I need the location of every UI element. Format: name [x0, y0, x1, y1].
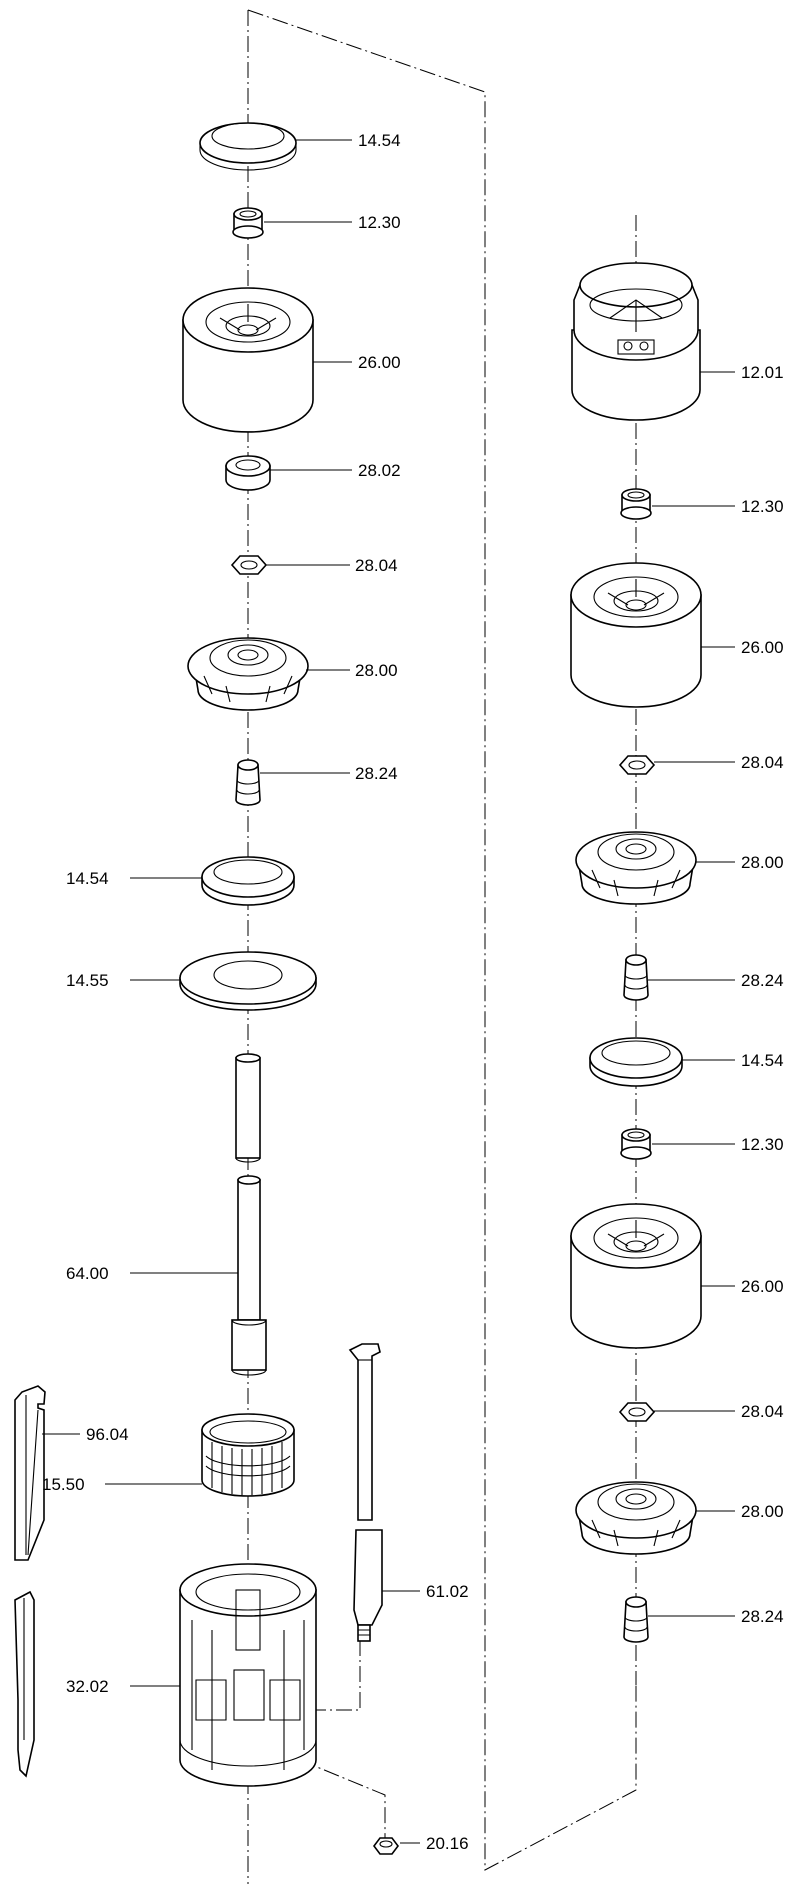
part-28-24-upper — [235, 759, 261, 806]
part-14-55 — [179, 951, 317, 1011]
label-96-04: 96.04 — [86, 1425, 129, 1444]
part-32-02 — [179, 1563, 317, 1787]
part-12-01 — [571, 262, 701, 421]
part-26-00-right-b — [570, 1203, 702, 1349]
part-28-02 — [225, 455, 271, 491]
part-12-30-right-b — [620, 1128, 652, 1160]
nut-dash-line — [299, 1759, 386, 1845]
label-28-04-right-a: 28.04 — [741, 753, 784, 772]
part-26-00-upper — [182, 287, 314, 433]
part-labels: 14.54 12.30 26.00 28.02 28.04 28.00 28.2… — [42, 131, 784, 1853]
part-96-04 — [14, 1385, 46, 1778]
label-28-00-right-a: 28.00 — [741, 853, 784, 872]
label-26-00-upper: 26.00 — [358, 353, 401, 372]
label-12-30-right-a: 12.30 — [741, 497, 784, 516]
label-28-04-right-b: 28.04 — [741, 1402, 784, 1421]
part-28-04-right-b — [618, 1402, 656, 1422]
label-12-01-right: 12.01 — [741, 363, 784, 382]
connecting-line — [247, 9, 637, 1871]
label-15-50: 15.50 — [42, 1475, 85, 1494]
label-28-02: 28.02 — [358, 461, 401, 480]
part-28-00-upper — [187, 637, 309, 711]
part-shaft-short — [235, 1053, 261, 1163]
part-28-00-right-b — [575, 1481, 697, 1555]
label-20-16: 20.16 — [426, 1834, 469, 1853]
part-26-00-right-a — [570, 562, 702, 708]
part-15-50 — [201, 1413, 295, 1497]
part-14-54-top — [199, 122, 297, 171]
part-28-24-right-b — [623, 1596, 649, 1643]
label-28-00-right-b: 28.00 — [741, 1502, 784, 1521]
label-64-00: 64.00 — [66, 1264, 109, 1283]
label-26-00-right-a: 26.00 — [741, 638, 784, 657]
part-64-00 — [231, 1175, 267, 1376]
label-32-02: 32.02 — [66, 1677, 109, 1696]
label-61-02: 61.02 — [426, 1582, 469, 1601]
part-14-54-mid — [201, 856, 295, 906]
part-12-30-top — [232, 207, 264, 239]
label-14-54-right: 14.54 — [741, 1051, 784, 1070]
label-28-04-upper: 28.04 — [355, 556, 398, 575]
part-28-04-upper — [230, 555, 268, 575]
part-28-00-right-a — [575, 831, 697, 905]
part-61-02 — [348, 1343, 383, 1642]
label-14-55: 14.55 — [66, 971, 109, 990]
label-28-24-upper: 28.24 — [355, 764, 398, 783]
label-28-24-right-a: 28.24 — [741, 971, 784, 990]
leader-lines — [42, 139, 735, 1844]
part-12-30-right-a — [620, 488, 652, 520]
part-28-04-right-a — [618, 755, 656, 775]
label-12-30-top: 12.30 — [358, 213, 401, 232]
label-26-00-right-b: 26.00 — [741, 1277, 784, 1296]
label-14-54-top: 14.54 — [358, 131, 401, 150]
part-14-54-right — [589, 1037, 683, 1087]
label-12-30-right-b: 12.30 — [741, 1135, 784, 1154]
label-14-54-mid: 14.54 — [66, 869, 109, 888]
label-28-24-right-b: 28.24 — [741, 1607, 784, 1626]
part-28-24-right-a — [623, 954, 649, 1001]
part-20-16 — [373, 1837, 399, 1855]
label-28-00-upper: 28.00 — [355, 661, 398, 680]
